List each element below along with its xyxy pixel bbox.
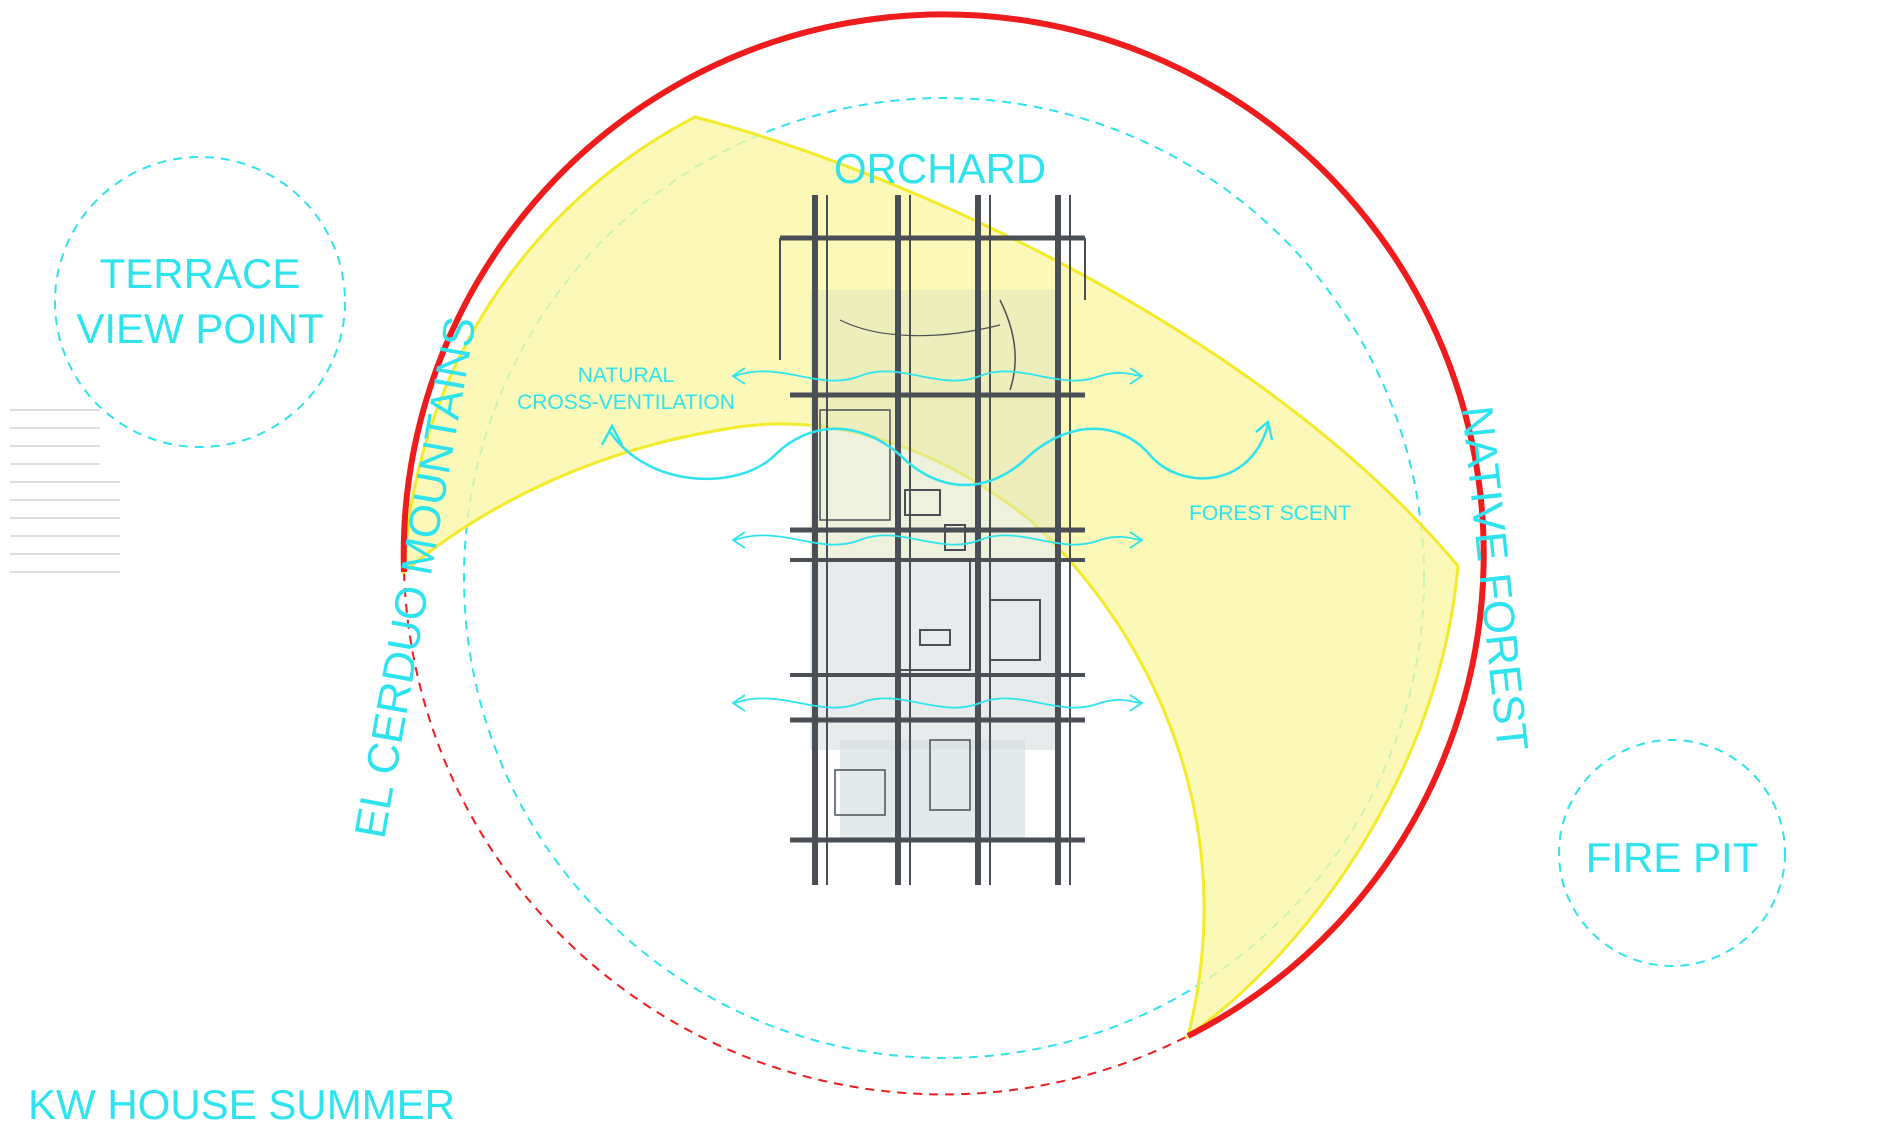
forest-scent-label: FOREST SCENT (1189, 502, 1351, 525)
wave-arrow-icon (731, 694, 1144, 712)
view-point-label: VIEW POINT (76, 305, 323, 352)
wave-arrow-icon (731, 531, 1144, 549)
page-title: KW HOUSE SUMMER (28, 1081, 455, 1128)
ventilation-label-line2: CROSS-VENTILATION (517, 391, 735, 414)
red-boundary-solid (400, 11, 1487, 1039)
sun-path-zone (402, 115, 1460, 1040)
cross-ventilation-arrow (600, 419, 1274, 487)
terrace-ring (54, 156, 346, 448)
floor-plan-drawing (779, 195, 1086, 885)
faint-table-fragment (10, 409, 120, 573)
wave-arrow-icon (731, 367, 1144, 385)
airflow-arrows (600, 367, 1274, 712)
red-boundary-dashed (403, 571, 1189, 1096)
orchard-label: ORCHARD (834, 145, 1046, 192)
ventilation-label-line1: NATURAL (578, 364, 674, 387)
fire-pit-ring (1558, 739, 1786, 967)
terrace-label: TERRACE (100, 250, 301, 297)
fire-pit-label: FIRE PIT (1586, 834, 1759, 881)
